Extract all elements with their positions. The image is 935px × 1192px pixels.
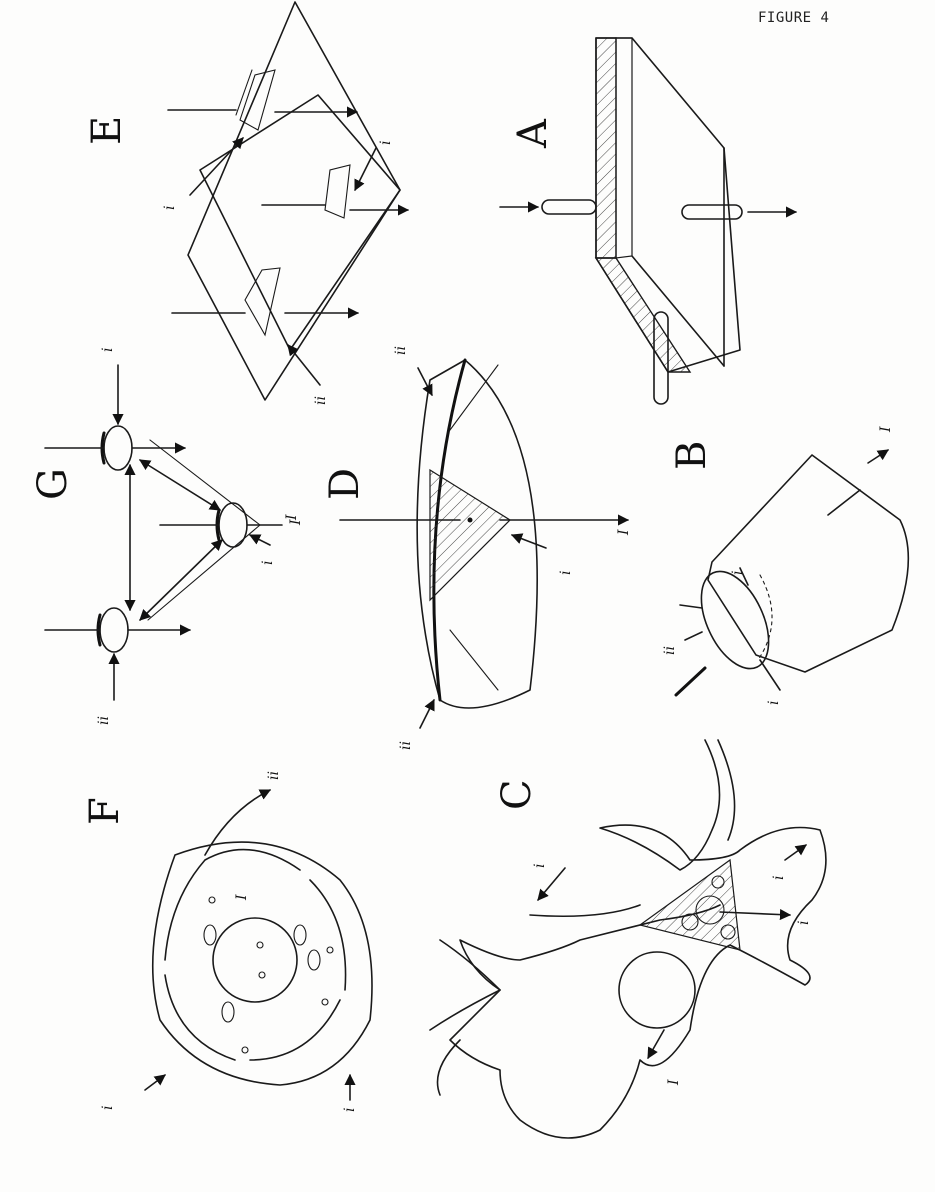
panel-c-letter: C <box>494 779 540 810</box>
panel-d-letter: D <box>322 468 368 500</box>
panel-a-slab-device <box>499 37 798 405</box>
panel-c-cell-network <box>429 739 827 1139</box>
panel-c-label-4: i <box>771 876 787 880</box>
panel-b-label-2: i <box>730 571 746 575</box>
panel-c-label-1: I <box>666 1079 682 1086</box>
panel-e-label-2: i <box>378 141 394 145</box>
panel-g-disc-triangle <box>44 364 283 701</box>
panel-g-label-2: i <box>100 348 116 352</box>
panel-e-letter: E <box>84 116 130 145</box>
panel-d-label-3: i <box>558 571 574 575</box>
panel-g-label-4: ii <box>96 716 112 725</box>
panel-b-cylinder <box>674 449 910 697</box>
panel-f-label-4: i <box>100 1106 116 1110</box>
panel-e-plate-stack <box>167 1 410 401</box>
panel-d-label-4: ii <box>393 346 409 355</box>
panel-d-label-2: I <box>616 529 632 536</box>
panel-f-label-2: i <box>342 1108 358 1112</box>
panel-d-label-5: ii <box>398 741 414 750</box>
panel-f-label-1: I <box>234 894 250 901</box>
panel-b-label-1: I <box>878 426 894 433</box>
panel-g-letter: G <box>30 468 76 500</box>
figure-title: FIGURE 4 <box>758 10 830 26</box>
panel-e-label-1: i <box>162 206 178 210</box>
panel-d-label-1: I <box>284 514 300 521</box>
panel-g-label-3: i <box>260 561 276 565</box>
panel-c-label-3: i <box>796 921 812 925</box>
panel-c-label-2: i <box>532 864 548 868</box>
panel-g-label-1: I <box>288 519 304 526</box>
panel-b-label-3: i <box>766 701 782 705</box>
panel-b-label-4: ii <box>662 646 678 655</box>
panel-f-ring-structure <box>144 789 373 1101</box>
panel-d-lens-pair <box>339 358 630 729</box>
panel-a-letter: A <box>510 118 556 149</box>
panel-f-letter: F <box>82 797 128 825</box>
panel-b-letter: B <box>669 441 715 470</box>
panel-e-label-3: ii <box>313 396 329 405</box>
panel-f-label-3: ii <box>266 771 282 780</box>
